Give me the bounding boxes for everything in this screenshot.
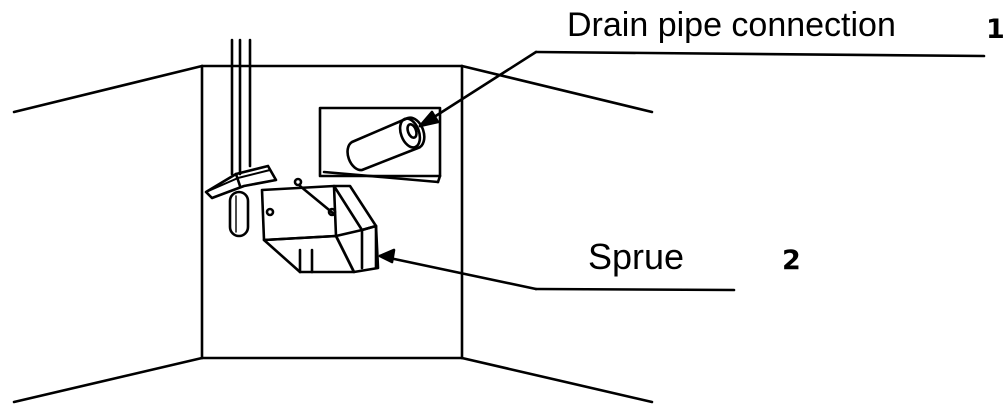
sprue-box <box>262 177 378 272</box>
callout-number-2: 2 <box>782 245 801 276</box>
vertical-pipes <box>232 40 250 174</box>
wall-bracket <box>206 166 276 236</box>
drain-pipe-connection-label: Drain pipe connection <box>567 6 896 44</box>
left-wall-edges <box>14 66 202 402</box>
drain-pipe-panel <box>320 108 440 182</box>
back-wall <box>202 66 462 358</box>
right-wall-edges <box>462 66 652 402</box>
drain-pipe-leader <box>420 52 984 126</box>
sprue-leader <box>380 250 734 290</box>
sprue-label: Sprue <box>588 236 685 277</box>
callout-number-1: 1 <box>986 14 1005 45</box>
